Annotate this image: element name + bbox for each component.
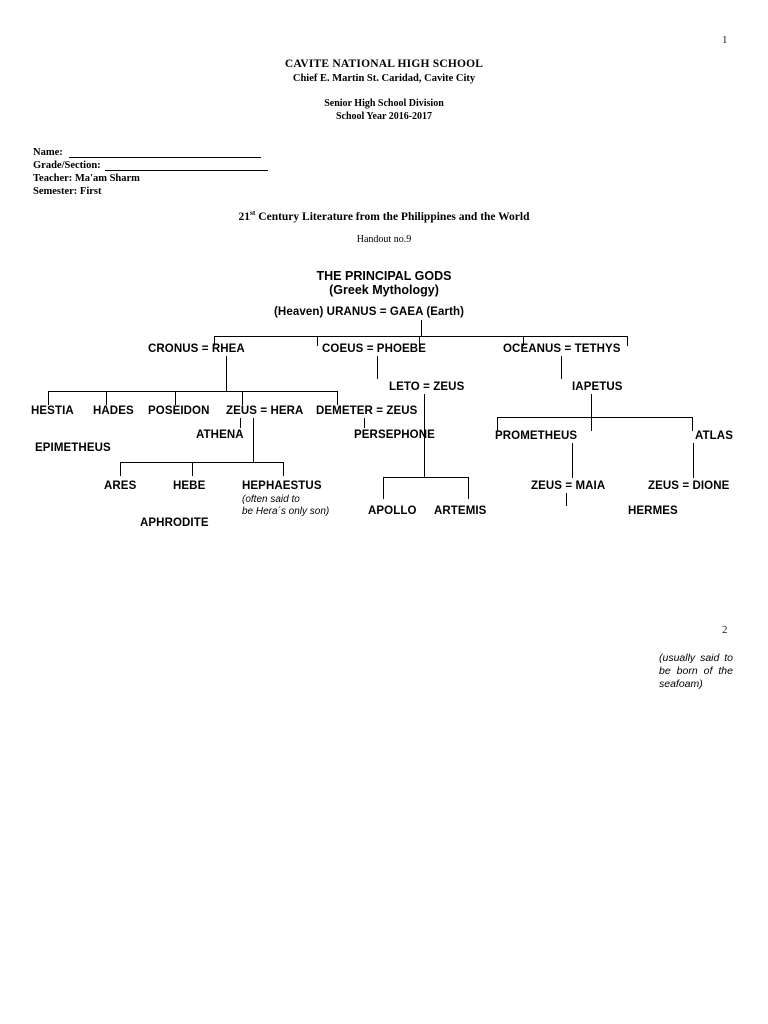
- node-iapetus: IAPETUS: [572, 381, 623, 393]
- edge-olympian-tick-poseidon: [175, 391, 176, 405]
- edge-olympian-tick-demeter: [337, 391, 338, 405]
- chart-subtitle: (Greek Mythology): [329, 283, 439, 297]
- edge-iapetus-drop: [591, 394, 592, 418]
- edge-olympian-bar: [48, 391, 337, 392]
- node-aphrodite: APHRODITE: [140, 517, 209, 529]
- node-prometheus: PROMETHEUS: [495, 430, 578, 442]
- page-number-top: 1: [722, 34, 728, 46]
- edge-oceanus-to-iapetus: [561, 356, 562, 379]
- grade-section-field-label: Grade/Section:: [33, 160, 101, 171]
- teacher-field: Teacher: Ma'am Sharm: [33, 173, 140, 184]
- edge-cronus-drop: [226, 356, 227, 392]
- hephaestus-note-line1: (often said to: [242, 494, 300, 505]
- school-year-line: School Year 2016-2017: [335, 111, 433, 122]
- subject-title-ordinal: st: [249, 208, 256, 217]
- node-oceanus-tethys: OCEANUS = TETHYS: [503, 343, 621, 355]
- node-persephone: PERSEPHONE: [354, 429, 435, 441]
- edge-leto-children-bar: [383, 477, 468, 478]
- node-coeus-phoebe: COEUS = PHOEBE: [322, 343, 426, 355]
- node-athena: ATHENA: [196, 429, 244, 441]
- edge-tick-apollo: [383, 477, 384, 499]
- edge-tick-ares: [120, 462, 121, 476]
- edge-titan-tick-c: [523, 336, 524, 346]
- node-apollo: APOLLO: [368, 505, 417, 517]
- node-ares: ARES: [104, 480, 137, 492]
- edge-tick-hephaestus: [283, 462, 284, 476]
- node-atlas: ATLAS: [695, 430, 733, 442]
- edge-hera-children-bar: [120, 462, 283, 463]
- grade-section-field-blank[interactable]: [105, 170, 268, 171]
- edge-olympian-tick-hades: [106, 391, 107, 405]
- chart-title: THE PRINCIPAL GODS: [316, 269, 452, 283]
- node-poseidon: POSEIDON: [148, 405, 210, 417]
- edge-coeus-to-leto: [377, 356, 378, 379]
- edge-olympian-tick-zeus: [242, 391, 243, 405]
- edge-titan-tick-oceanus: [627, 336, 628, 346]
- node-zeus-maia: ZEUS = MAIA: [531, 480, 606, 492]
- node-uranus-gaea: (Heaven) URANUS = GAEA (Earth): [274, 306, 465, 318]
- node-zeus-dione: ZEUS = DIONE: [648, 480, 730, 492]
- node-hephaestus: HEPHAESTUS: [242, 480, 322, 492]
- node-epimetheus: EPIMETHEUS: [35, 442, 111, 454]
- subject-title: 21st Century Literature from the Philipp…: [0, 208, 768, 223]
- node-demeter-zeus: DEMETER = ZEUS: [316, 405, 418, 417]
- node-hestia: HESTIA: [31, 405, 74, 417]
- edge-titan-tick-b: [317, 336, 318, 346]
- name-field-blank[interactable]: [69, 157, 261, 158]
- edge-tick-atlas: [692, 417, 693, 431]
- node-leto-zeus: LETO = ZEUS: [389, 381, 465, 393]
- semester-field: Semester: First: [33, 186, 102, 197]
- school-address: Chief E. Martin St. Caridad, Cavite City: [292, 73, 476, 84]
- edge-leto-drop: [424, 394, 425, 478]
- name-field-label: Name:: [33, 147, 63, 158]
- page-number-bottom: 2: [722, 624, 728, 636]
- subject-title-rest: Century Literature from the Philippines …: [255, 210, 530, 223]
- handout-number: Handout no.9: [356, 234, 412, 245]
- node-hebe: HEBE: [173, 480, 206, 492]
- edge-titan-tick-coeus: [419, 336, 420, 346]
- edge-tick-artemis: [468, 477, 469, 499]
- edge-prometheus-to-zeus-maia: [572, 443, 573, 478]
- edge-zeus-to-athena: [240, 418, 241, 428]
- edge-iapetus-children-bar: [497, 417, 692, 418]
- edge-tick-prometheus: [497, 417, 498, 431]
- hephaestus-note-line2: be Hera´s only son): [242, 506, 330, 517]
- edge-titan-tick-cronus: [214, 336, 215, 346]
- node-hermes: HERMES: [628, 505, 678, 517]
- node-artemis: ARTEMIS: [434, 505, 487, 517]
- edge-tick-hebe: [192, 462, 193, 476]
- node-hades: HADES: [93, 405, 134, 417]
- edge-tick-epimetheus: [591, 417, 592, 431]
- subject-title-prefix: 21: [238, 210, 250, 223]
- edge-atlas-to-zeus-dione: [693, 443, 694, 478]
- edge-uranus-to-titan-bar: [421, 320, 422, 337]
- edge-titan-bar: [214, 336, 627, 337]
- edge-demeter-to-persephone: [364, 418, 365, 428]
- edge-olympian-tick-hestia: [48, 391, 49, 405]
- edge-zeus-maia-to-hermes: [566, 493, 567, 506]
- greek-mythology-family-tree: THE PRINCIPAL GODS (Greek Mythology) (He…: [31, 269, 733, 529]
- school-name: CAVITE NATIONAL HIGH SCHOOL: [284, 58, 484, 70]
- node-cronus-rhea: CRONUS = RHEA: [148, 343, 245, 355]
- edge-hera-drop: [253, 418, 254, 463]
- aphrodite-seafoam-note: (usually said to be born of the seafoam): [659, 652, 733, 690]
- node-zeus-hera: ZEUS = HERA: [226, 405, 304, 417]
- division-line: Senior High School Division: [324, 98, 444, 109]
